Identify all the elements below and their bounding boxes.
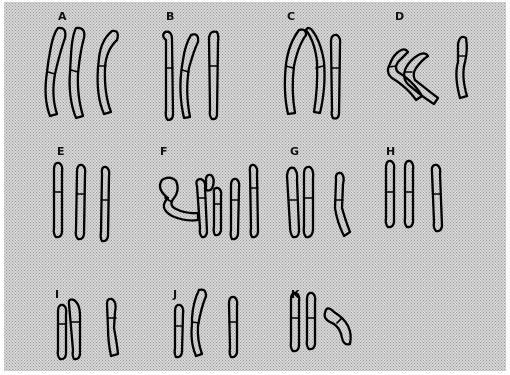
group-label-d: D [395,10,404,23]
group-label-e: E [57,145,65,158]
group-label-i: I [55,288,59,301]
group-label-a: A [58,10,67,23]
group-label-h: H [386,145,395,158]
centromere [192,322,199,323]
group-label-j: J [172,288,177,301]
group-label-f: F [160,145,168,158]
centromere [389,66,396,67]
group-label-b: B [166,10,174,23]
group-label-c: C [287,10,295,23]
group-label-g: G [290,145,299,158]
